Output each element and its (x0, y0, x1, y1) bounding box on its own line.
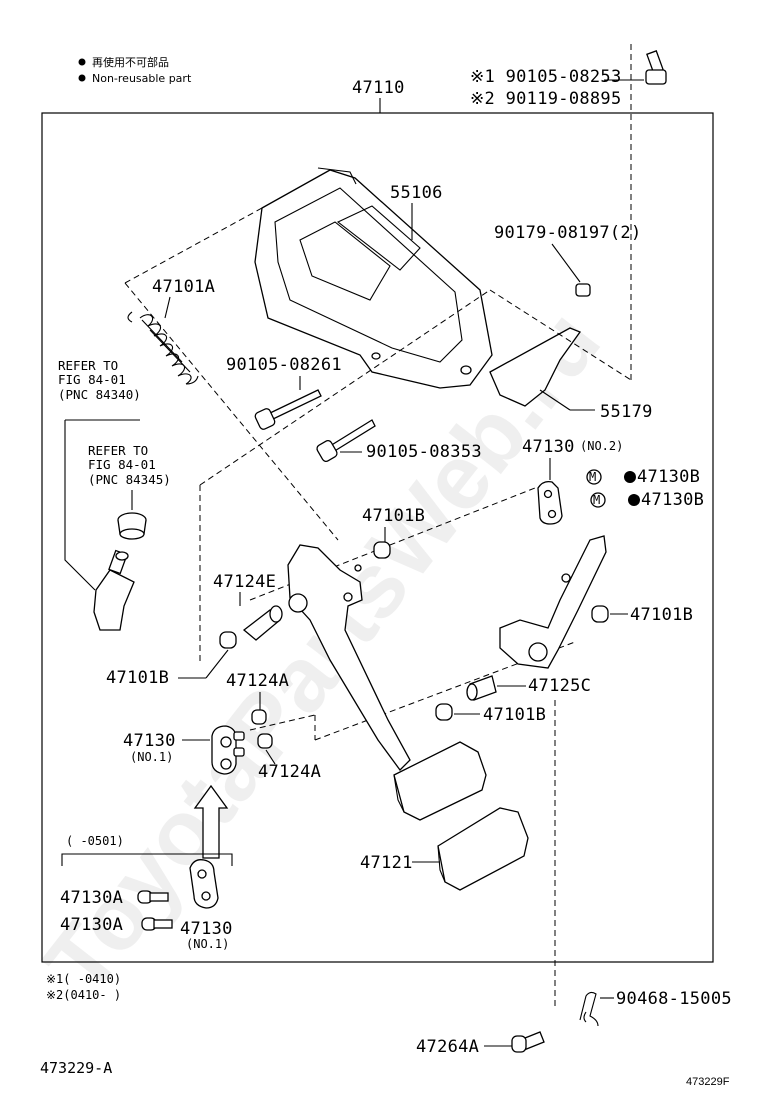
return-spring (127, 311, 199, 385)
figure-code-left: 473229-A (40, 1059, 112, 1077)
legend-en: Non-reusable part (92, 72, 192, 85)
label-47121: 47121 (360, 853, 413, 873)
legend-jp: 再使用不可部品 (92, 55, 169, 69)
ref2-line1: REFER TO (88, 443, 148, 458)
nut-47130B-1: M (586, 469, 602, 485)
label-47101A: 47101A (152, 277, 215, 297)
label-47130B-1: 47130B (637, 467, 700, 487)
ref2-line2: FIG 84-01 (88, 457, 156, 472)
bushing-47124A-1 (251, 709, 267, 725)
pedal-arm (287, 544, 411, 771)
assembly-frame (41, 112, 714, 963)
label-47101B-low: 47101B (483, 705, 546, 725)
label-47130A-1: 47130A (60, 888, 123, 908)
bolt-90105-08353 (316, 419, 376, 462)
label-90105-08353: 90105-08353 (366, 442, 482, 462)
collar-47125C (466, 675, 497, 701)
bolt-47130A-2 (141, 917, 173, 931)
label-90468-15005: 90468-15005 (616, 989, 732, 1009)
plate-47130-no1-lower (189, 859, 219, 909)
label-47130-no2-sub: (NO.2) (580, 439, 623, 453)
collar-47124E (242, 605, 283, 641)
nut-47130B-2: M (590, 492, 606, 508)
label-47124E: 47124E (213, 572, 276, 592)
bracket-55179 (489, 327, 582, 407)
label-47110: 47110 (352, 78, 405, 98)
label-47130B-2: 47130B (641, 490, 704, 510)
switch-cushion (117, 512, 147, 540)
pedal-pad-cover-47121 (437, 807, 529, 891)
plate-47130-no2 (537, 480, 563, 525)
non-reusable-dot-icon (78, 58, 86, 66)
plate-47130-no1 (211, 725, 245, 775)
label-47130-no2: 47130 (522, 437, 575, 457)
label-47130A-2: 47130A (60, 915, 123, 935)
label-47130-no1: 47130 (123, 731, 176, 751)
label-55179: 55179 (600, 402, 653, 422)
label-bolt-2: ※2 90119-08895 (470, 89, 622, 109)
non-reusable-dot-icon (78, 74, 86, 82)
label-90105-08261: 90105-08261 (226, 355, 342, 375)
bracket-note: ( -0501) (66, 834, 124, 848)
bushing-47124A-2 (257, 733, 273, 749)
svg-text:M: M (589, 470, 596, 484)
bolt-90105-08261 (254, 389, 322, 430)
footnote-1: ※1( -0410) (46, 972, 121, 986)
footnote-2: ※2(0410- ) (46, 988, 121, 1002)
label-47130-no1b-sub: (NO.1) (186, 937, 229, 951)
label-47130-no1b: 47130 (180, 919, 233, 939)
up-arrow-icon (193, 784, 229, 859)
bushing-47101B-left (219, 631, 237, 649)
ref2-line3: (PNC 84345) (88, 472, 171, 487)
label-55106: 55106 (390, 183, 443, 203)
nut-90179 (575, 283, 591, 297)
label-47101B-right: 47101B (630, 605, 693, 625)
bracket-line (61, 853, 233, 866)
label-47124A-2: 47124A (258, 762, 321, 782)
label-47101B-top: 47101B (362, 506, 425, 526)
pin-47264A (511, 1031, 545, 1053)
pedal-bracket (254, 167, 493, 389)
figure-code-right: 473229F (686, 1076, 730, 1088)
bolt-47130A-1 (137, 890, 169, 904)
clevis-bracket (499, 535, 607, 669)
bushing-47101B-right (591, 605, 609, 623)
non-reusable-dot-icon (628, 494, 640, 506)
bushing-47101B-top (373, 541, 391, 559)
svg-text:M: M (593, 493, 600, 507)
pedal-pad (393, 741, 487, 821)
label-47101B-left: 47101B (106, 668, 169, 688)
label-47124A-1: 47124A (226, 671, 289, 691)
ref1-line1: REFER TO (58, 358, 118, 373)
stop-lamp-switch (93, 549, 135, 631)
label-90179-08197: 90179-08197(2) (494, 223, 642, 243)
clip-90468 (579, 991, 599, 1027)
bushing-47101B-low (435, 703, 453, 721)
label-47130-no1-sub: (NO.1) (130, 750, 173, 764)
ref1-line3: (PNC 84340) (58, 387, 141, 402)
ref1-line2: FIG 84-01 (58, 372, 126, 387)
label-47125C: 47125C (528, 676, 591, 696)
non-reusable-dot-icon (624, 471, 636, 483)
label-47264A: 47264A (416, 1037, 479, 1057)
bolt-part-icon (630, 44, 667, 380)
label-bolt-1: ※1 90105-08253 (470, 67, 622, 87)
